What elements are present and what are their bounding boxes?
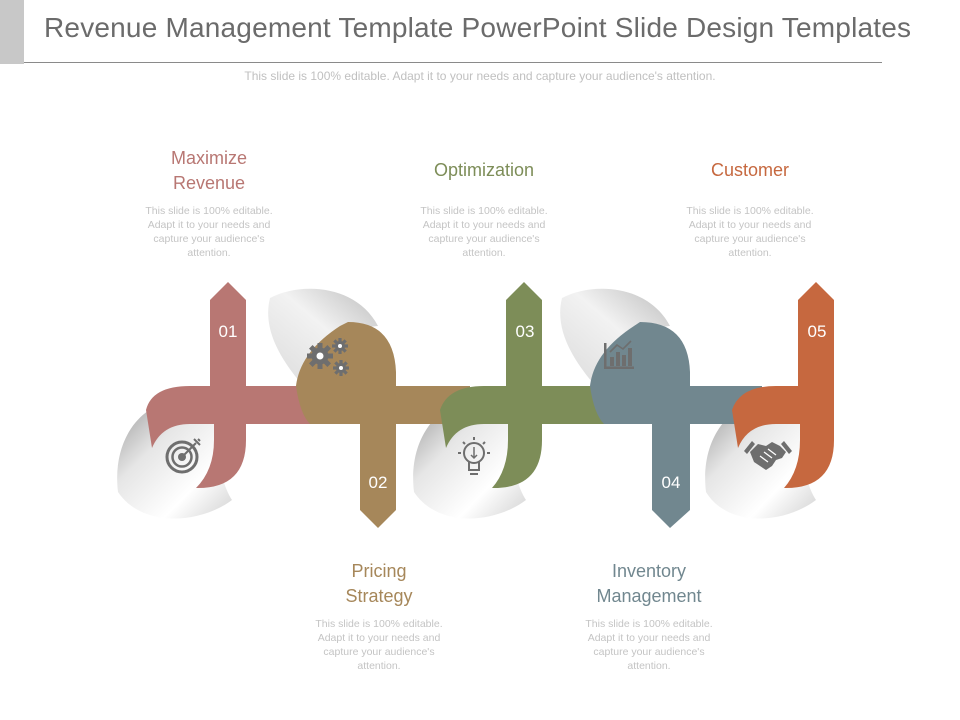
gears-icon: [307, 338, 349, 376]
curl-1: [117, 402, 232, 519]
step-4-number: 04: [662, 473, 681, 492]
step-1-number: 01: [219, 322, 238, 341]
slide-accent-tab: [0, 0, 24, 64]
step-3-number: 03: [516, 322, 535, 341]
step-4-description: This slide is 100% editable. Adapt it to…: [585, 618, 713, 672]
curl-4: [560, 288, 670, 382]
target-icon: [165, 438, 201, 474]
step-4-title: Inventory Management: [596, 561, 702, 606]
step-2-number: 02: [369, 473, 388, 492]
step-5-number: 05: [808, 322, 827, 341]
curl-3: [413, 402, 526, 519]
step-1-description: This slide is 100% editable. Adapt it to…: [145, 205, 273, 259]
step-3-title: Optimization: [433, 160, 535, 180]
step-2-description: This slide is 100% editable. Adapt it to…: [315, 618, 443, 672]
slide-title: Revenue Management Template PowerPoint S…: [44, 12, 912, 43]
ribbon-step-3: [440, 282, 612, 488]
ribbon-step-5: [732, 282, 834, 488]
slide-subtitle: This slide is 100% editable. Adapt it to…: [244, 69, 716, 83]
step-2-title: Pricing Strategy: [345, 561, 413, 606]
ribbon-step-1: [146, 282, 318, 488]
handshake-icon: [744, 441, 792, 470]
bar-chart-icon: [604, 340, 634, 369]
step-5-description: This slide is 100% editable. Adapt it to…: [686, 205, 814, 259]
step-3-description: This slide is 100% editable. Adapt it to…: [420, 205, 548, 259]
title-divider: [24, 62, 882, 63]
ribbon-step-4: [590, 322, 762, 528]
step-1-title: Maximize Revenue: [170, 148, 247, 193]
step-5-title: Customer: [710, 160, 790, 180]
lightbulb-icon: [458, 437, 490, 475]
curl-2: [268, 288, 378, 382]
